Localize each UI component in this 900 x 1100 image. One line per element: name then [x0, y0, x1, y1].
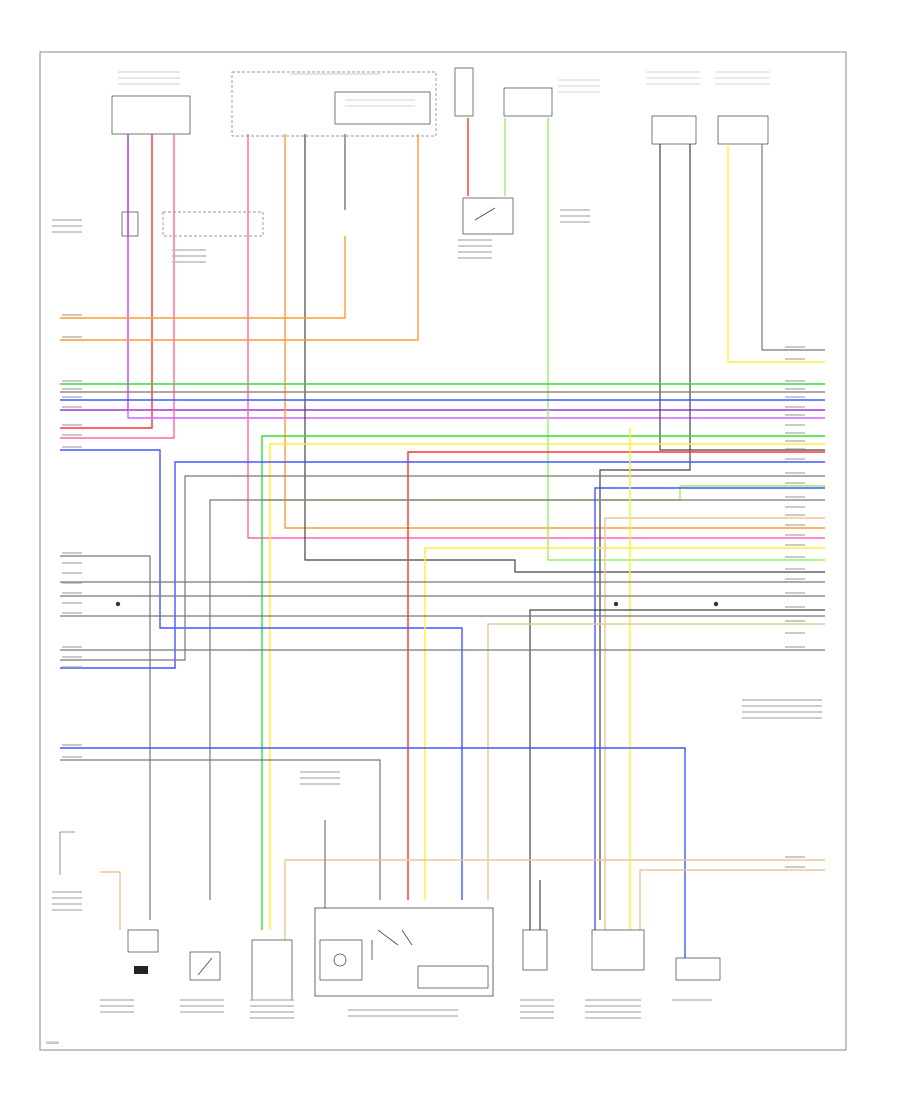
junction-dot — [713, 601, 719, 607]
wire-orange-3 — [60, 236, 346, 319]
center-ecu-box — [314, 907, 494, 997]
bottom-switch — [189, 951, 221, 981]
top-left-connector — [111, 71, 191, 135]
combination-meter-box — [231, 71, 437, 137]
wire-blue-2 — [60, 449, 463, 900]
bottom-connector-d — [675, 957, 721, 981]
wire-red-3 — [407, 451, 825, 900]
junction-dot — [115, 601, 121, 607]
wire-gray-10 — [60, 759, 381, 900]
top-right-sensors — [646, 71, 770, 145]
top-mid-relay — [454, 67, 600, 117]
wire-gray-5 — [60, 555, 151, 920]
bottom-left-sensor — [59, 831, 159, 974]
wire-darkgray-3 — [659, 144, 825, 451]
bottom-connector-c — [591, 929, 645, 971]
wire-yellow-1 — [727, 144, 825, 363]
switch-component — [462, 197, 514, 235]
bottom-connector-a — [251, 939, 293, 1001]
wire-gray-2 — [761, 144, 825, 351]
junction-dot — [613, 601, 619, 607]
wire-darkgray-1 — [304, 134, 825, 573]
wire-tan-1 — [604, 517, 825, 930]
wire-tan-4 — [639, 869, 825, 930]
footer-code: G00000 — [46, 1041, 59, 1045]
wire-gray-4 — [209, 499, 825, 900]
wire-red-1 — [60, 134, 153, 429]
wire-orange-1 — [284, 134, 825, 529]
wire-green-2 — [261, 435, 825, 930]
wire-pink-2 — [247, 134, 825, 539]
wire-yellow-2 — [269, 443, 825, 930]
wire-violet-1 — [127, 236, 825, 419]
wire-tan-2 — [487, 623, 825, 900]
diagram-frame — [39, 51, 847, 1051]
wire-blue-3 — [60, 461, 825, 669]
junction-connector-mid — [162, 211, 264, 237]
wire-blue-4 — [594, 487, 825, 930]
bottom-connector-b — [522, 929, 548, 971]
wire-lightgreen-2 — [547, 118, 825, 561]
label-mark-layer — [52, 209, 822, 1019]
wire-purple-1 — [127, 134, 825, 411]
wire-pink-a — [60, 134, 175, 439]
wire-darkgray-5 — [529, 609, 825, 930]
wire-tan-3 — [284, 859, 825, 940]
junction-connector-left — [121, 211, 139, 237]
wire-darkgray-4 — [599, 144, 691, 920]
wire-blue-5 — [60, 747, 686, 958]
wire-layer — [60, 118, 825, 958]
wire-orange-2 — [60, 134, 419, 341]
wire-yellow-3 — [424, 547, 825, 900]
wire-tan-5 — [100, 871, 121, 930]
wire-gray-3 — [60, 475, 825, 661]
